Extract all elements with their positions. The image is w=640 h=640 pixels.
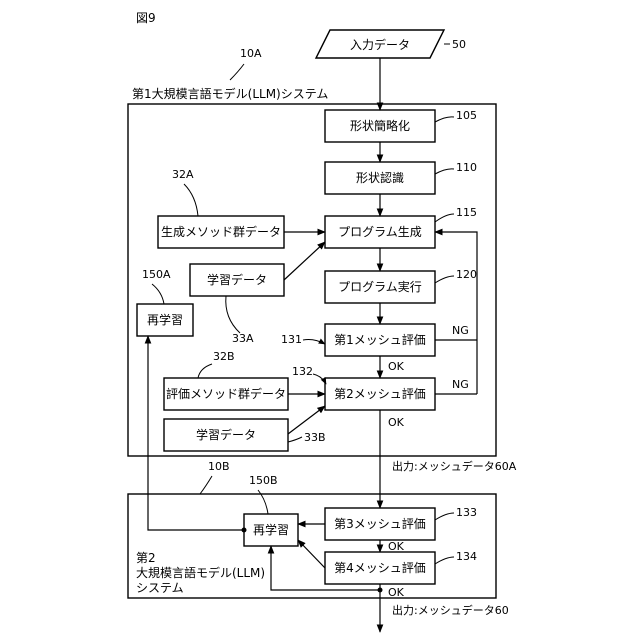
shape-recognize-ref: 110 xyxy=(456,161,477,174)
learning-data-a-label: 学習データ xyxy=(207,272,267,287)
relearn-b-label: 再学習 xyxy=(253,522,289,537)
shape-simplify-leader xyxy=(435,117,454,122)
shape-simplify-label: 形状簡略化 xyxy=(350,118,410,133)
gen-methods-leader xyxy=(184,184,198,216)
mesh-eval-1-ref: 131 xyxy=(281,333,302,346)
shape-simplify-ref: 105 xyxy=(456,109,477,122)
relearn-a-leader xyxy=(152,284,164,304)
mesh-eval-2-ref: 132 xyxy=(292,365,313,378)
gen-methods-ref: 32A xyxy=(172,168,194,181)
mesh-eval-3-ref: 133 xyxy=(456,506,477,519)
shape-recognize-leader xyxy=(435,169,454,174)
arrow-learning-b-to-eval2 xyxy=(288,406,325,434)
arrow-eval4-to-relearn-b xyxy=(298,540,325,568)
mesh-eval-4-ref: 134 xyxy=(456,550,477,563)
relearn-b-ref: 150B xyxy=(249,474,278,487)
mesh-eval-1-leader xyxy=(303,340,325,345)
program-generate-leader xyxy=(435,214,454,222)
llm-system-2-title-3: システム xyxy=(136,581,184,595)
relearn-a-label: 再学習 xyxy=(147,312,183,327)
llm-system-1-leader xyxy=(230,64,244,80)
llm-system-2-ref: 10B xyxy=(208,460,230,473)
program-execute-leader xyxy=(435,276,454,283)
shape-recognize-label: 形状認識 xyxy=(356,170,404,185)
ng-label-2: NG xyxy=(452,378,469,391)
llm-system-2-title-2: 大規模言語モデル(LLM) xyxy=(136,565,265,580)
figure-label: 図9 xyxy=(136,11,156,25)
eval-methods-leader xyxy=(198,364,212,378)
llm-system-1-ref: 10A xyxy=(240,47,262,60)
learning-data-a-leader xyxy=(226,296,240,333)
arrow-learning-a-to-generate xyxy=(284,242,325,280)
ng-label-1: NG xyxy=(452,324,469,337)
learning-data-b-ref: 33B xyxy=(304,431,326,444)
eval-methods-ref: 32B xyxy=(213,350,235,363)
llm-system-2-leader xyxy=(200,476,212,494)
learning-data-b-leader xyxy=(288,437,302,442)
program-generate-ref: 115 xyxy=(456,206,477,219)
ok-label-2: OK xyxy=(388,416,405,429)
gen-methods-label: 生成メソッド群データ xyxy=(161,224,281,239)
mesh-eval-4-leader xyxy=(435,557,454,564)
program-execute-ref: 120 xyxy=(456,268,477,281)
learning-data-a-ref: 33A xyxy=(232,332,254,345)
mesh-eval-1-label: 第1メッシュ評価 xyxy=(334,332,426,347)
mesh-eval-4-label: 第4メッシュ評価 xyxy=(334,560,426,575)
ok-label-1: OK xyxy=(388,360,405,373)
mesh-eval-2-label: 第2メッシュ評価 xyxy=(334,386,426,401)
llm-system-2-title-1: 第2 xyxy=(136,551,156,565)
learning-data-b-label: 学習データ xyxy=(196,427,256,442)
input-data-label: 入力データ xyxy=(350,37,410,52)
program-execute-label: プログラム実行 xyxy=(338,279,422,294)
ok-label-4: OK xyxy=(388,586,405,599)
program-generate-label: プログラム生成 xyxy=(338,225,422,239)
llm-system-1-title: 第1大規模言語モデル(LLM)システム xyxy=(132,86,328,101)
mesh-eval-2-leader xyxy=(313,374,326,384)
eval-methods-label: 評価メソッド群データ xyxy=(166,386,286,401)
output-final-label: 出力:メッシュデータ60 xyxy=(392,603,509,617)
ng-feedback-arrow xyxy=(435,232,477,394)
input-data-ref: 50 xyxy=(452,38,466,51)
output-a-label: 出力:メッシュデータ60A xyxy=(392,459,517,473)
relearn-a-ref: 150A xyxy=(142,268,171,281)
mesh-eval-3-label: 第3メッシュ評価 xyxy=(334,516,426,531)
mesh-eval-3-leader xyxy=(435,513,454,520)
ok-label-3: OK xyxy=(388,540,405,553)
